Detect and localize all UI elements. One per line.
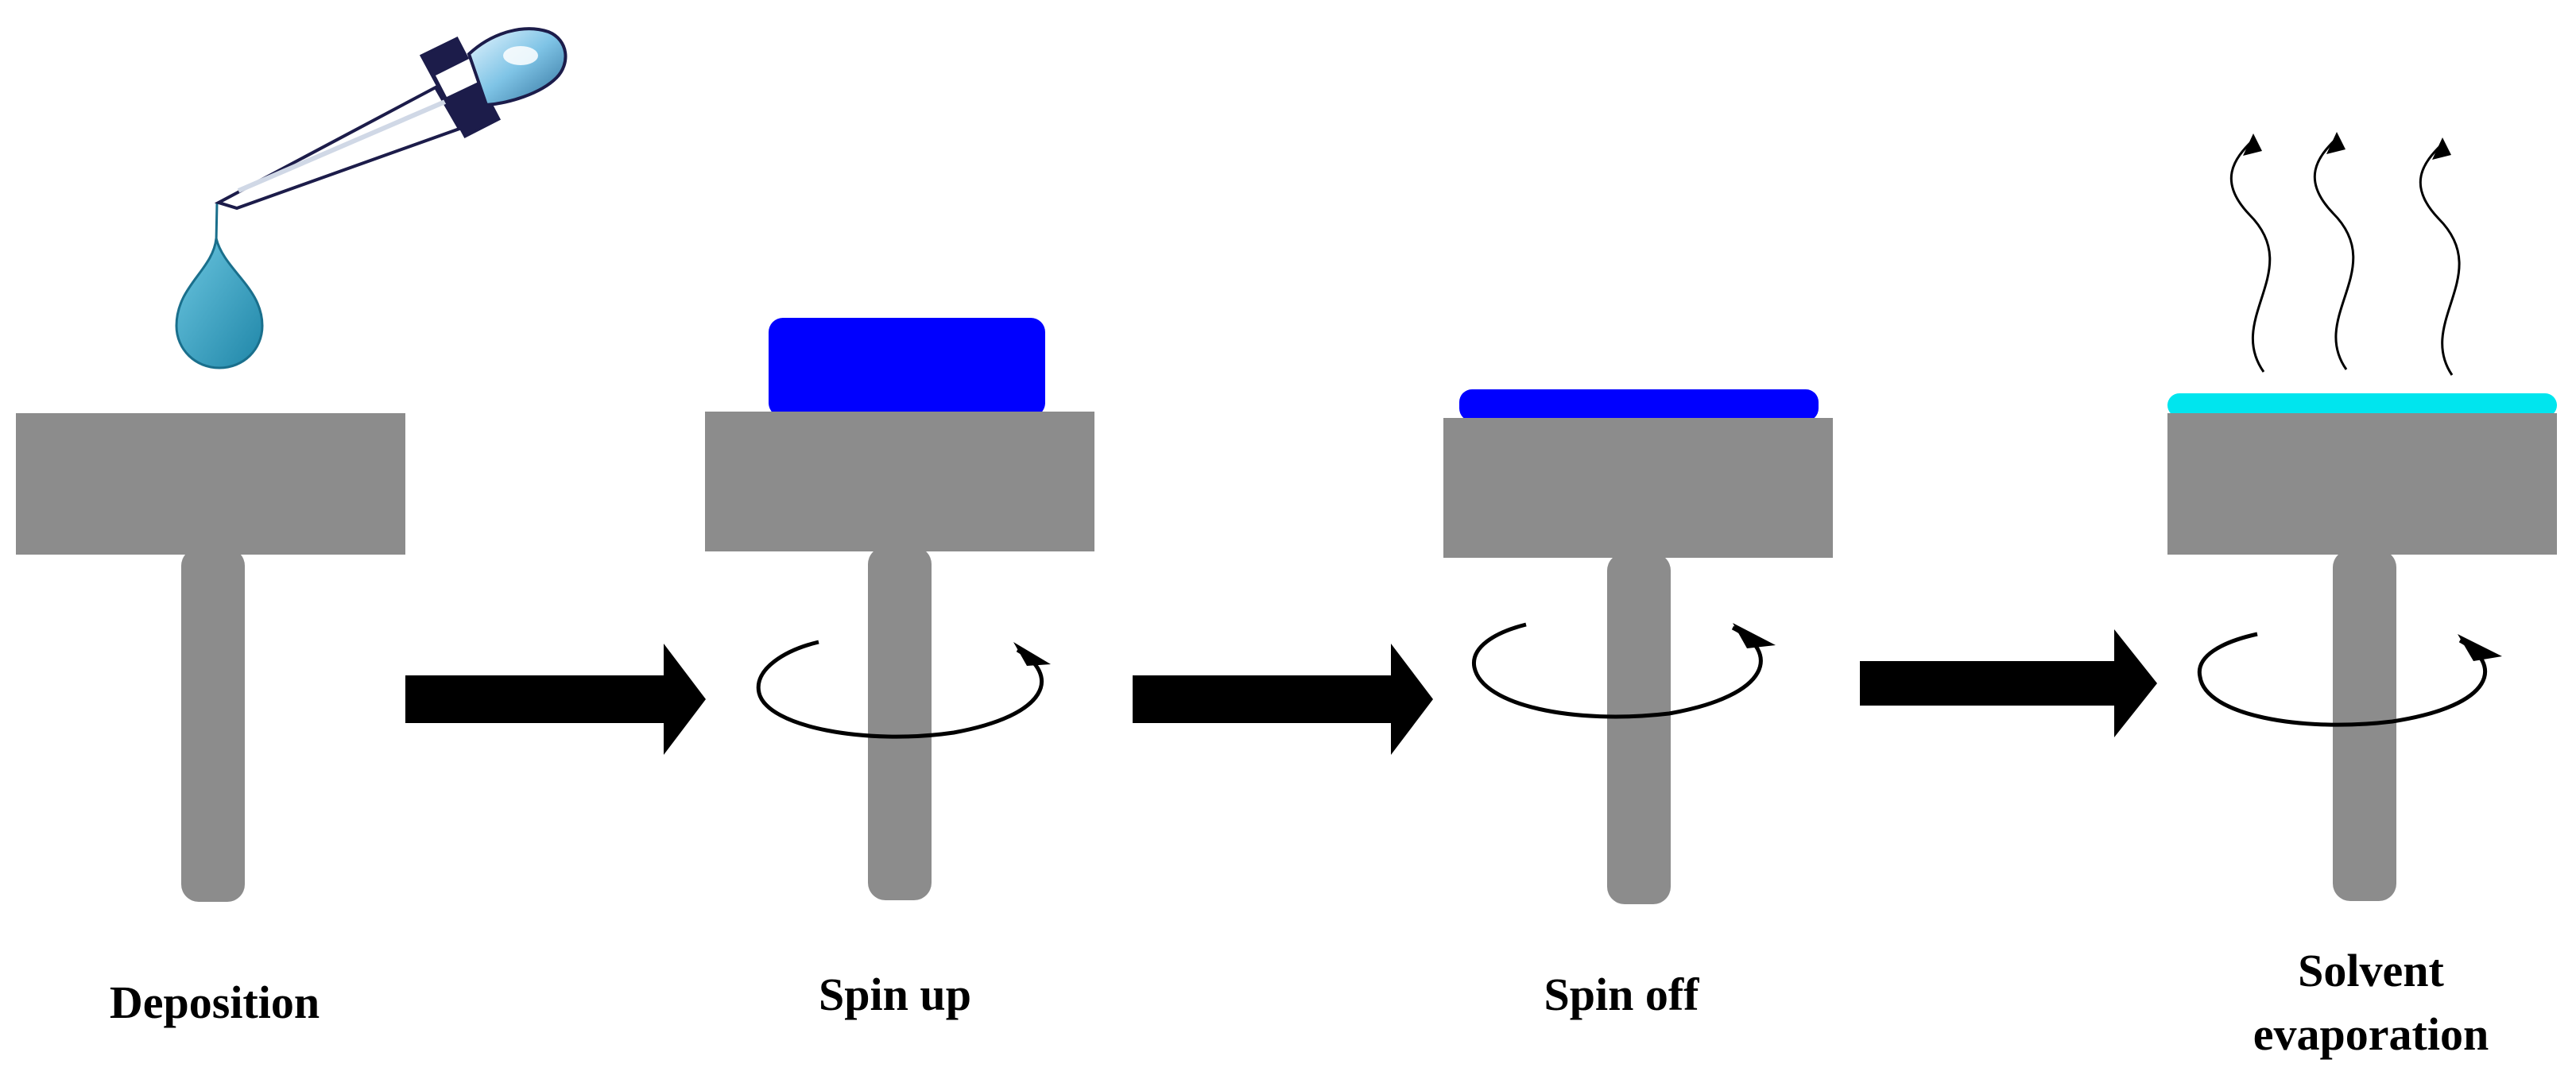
spinner-chuck-1 [16,413,405,902]
label-line: Solvent [2298,945,2444,996]
step-label-deposition: Deposition [0,971,493,1035]
process-arrow-3 [1860,629,2157,737]
process-arrow-1 [405,644,706,755]
solution-droplet [175,238,264,369]
droplet-thread [215,202,219,243]
label-line: Spin up [819,969,971,1020]
spinner-chuck-2 [705,412,1094,900]
rotation-arrow-icon [756,640,1051,739]
step-deposition [16,27,567,902]
label-line: evaporation [2253,1008,2489,1060]
label-line: Spin off [1544,969,1699,1020]
vapor-wave-icon [2229,132,2461,376]
step-label-solvent-evaporation: Solvent evaporation [2093,939,2576,1066]
step-spin-off [1443,389,1833,904]
step-spin-up [705,318,1094,900]
rotation-arrow-icon [2197,632,2502,727]
process-arrow-2 [1133,644,1433,755]
step-solvent-evaporation [2167,132,2557,901]
dry-film [2167,393,2557,417]
rotation-arrow-icon [1471,622,1776,719]
label-line: Deposition [109,977,320,1028]
wet-film-thick [769,318,1045,417]
wet-film-thin [1459,389,1819,421]
spinner-chuck-4 [2167,413,2557,901]
spinner-chuck-3 [1443,418,1833,904]
step-label-spin-up: Spin up [617,963,1173,1027]
pipette-icon [214,27,567,211]
step-label-spin-off: Spin off [1343,963,1900,1027]
